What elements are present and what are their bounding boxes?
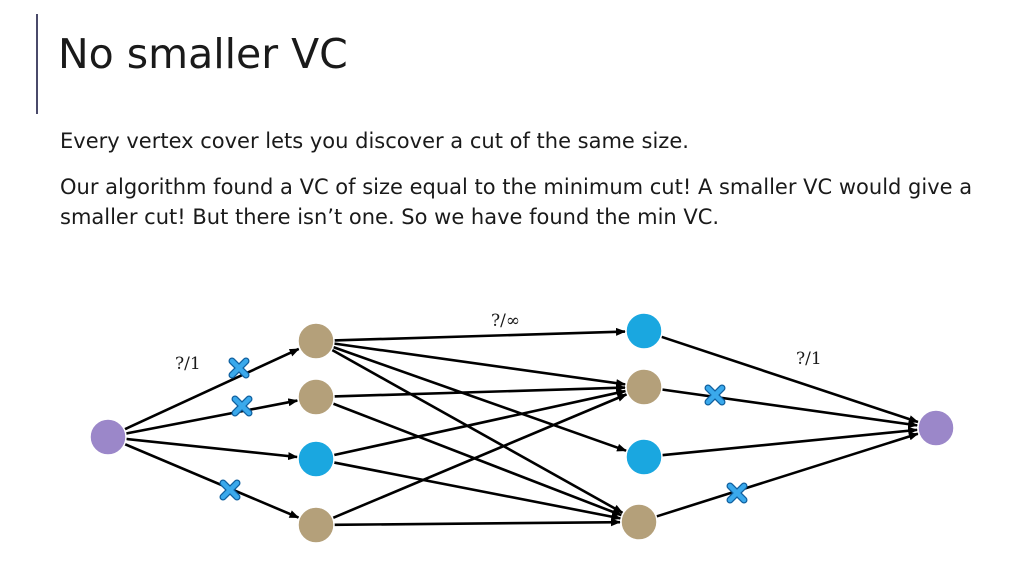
left-node-l3 bbox=[297, 440, 335, 478]
edge-source-l4 bbox=[124, 442, 300, 519]
left-node-l1 bbox=[297, 322, 335, 360]
edge-source-l2 bbox=[125, 398, 299, 435]
right-node-r3 bbox=[625, 438, 663, 476]
cut-x-icon bbox=[231, 395, 253, 417]
edge-r4-sink bbox=[655, 432, 919, 518]
sink-node bbox=[917, 409, 955, 447]
edge-l3-r2 bbox=[333, 389, 627, 457]
cut-x-icon bbox=[228, 357, 250, 379]
right-capacity-label: ?/1 bbox=[796, 349, 822, 369]
left-capacity-label: ?/1 bbox=[175, 354, 201, 374]
edge-l1-r2 bbox=[333, 342, 627, 388]
edge-l4-r4 bbox=[333, 518, 622, 527]
right-node-r2 bbox=[625, 368, 663, 406]
edge-r2-sink bbox=[661, 388, 919, 429]
cut-x-icon bbox=[726, 482, 748, 504]
edge-l4-r2 bbox=[332, 393, 628, 520]
edge-source-l1 bbox=[123, 347, 300, 431]
left-node-l2 bbox=[297, 378, 335, 416]
edge-r3-sink bbox=[661, 426, 919, 457]
cut-x-icon bbox=[219, 479, 241, 501]
labels-layer: ?/1 ?/∞ ?/1 bbox=[175, 311, 822, 374]
edge-r1-sink bbox=[660, 335, 919, 424]
edge-l3-r4 bbox=[333, 461, 622, 521]
slide-title: No smaller VC bbox=[58, 30, 348, 78]
right-node-r1 bbox=[625, 312, 663, 350]
edge-l2-r4 bbox=[332, 402, 623, 517]
cut-x-icon bbox=[704, 384, 726, 406]
edge-l2-r2 bbox=[333, 383, 627, 398]
edge-l1-r3 bbox=[332, 345, 628, 452]
body-paragraph-2: Our algorithm found a VC of size equal t… bbox=[60, 175, 973, 229]
right-node-r4 bbox=[620, 503, 658, 541]
title-accent-bar bbox=[36, 14, 38, 114]
left-node-l4 bbox=[297, 506, 335, 544]
source-node bbox=[89, 418, 127, 456]
middle-capacity-label: ?/∞ bbox=[491, 311, 520, 331]
edges-layer bbox=[123, 327, 919, 527]
edge-l1-r1 bbox=[333, 327, 627, 342]
cut-markers-layer bbox=[219, 357, 748, 504]
edge-l1-r4 bbox=[331, 348, 624, 514]
edge-source-l3 bbox=[125, 437, 299, 461]
body-paragraph-1: Every vertex cover lets you discover a c… bbox=[60, 129, 689, 153]
nodes-layer bbox=[89, 312, 955, 544]
